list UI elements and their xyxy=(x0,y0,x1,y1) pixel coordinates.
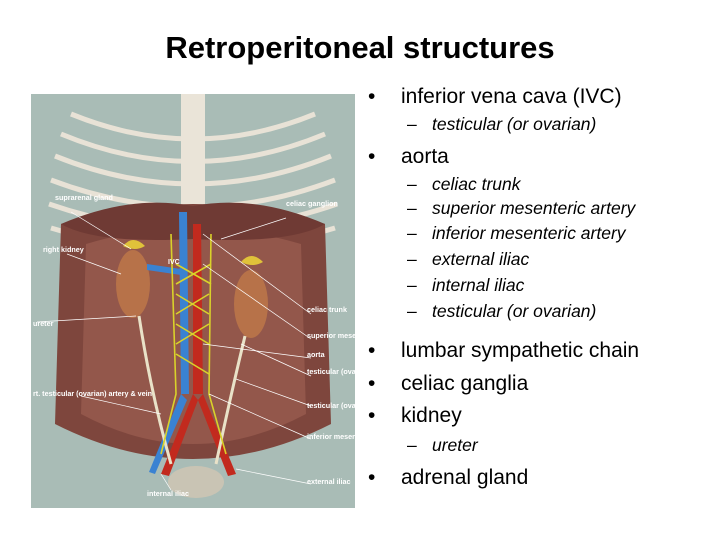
bullet-item: •aorta xyxy=(368,145,449,168)
leader-lines xyxy=(36,211,312,491)
sternum xyxy=(181,94,205,214)
bullet-item: •inferior vena cava (IVC) xyxy=(368,85,622,108)
bullet-item: •lumbar sympathetic chain xyxy=(368,339,640,362)
label-external-iliac: external iliac xyxy=(307,477,351,486)
left-kidney-shape xyxy=(234,270,268,338)
sub-bullet-item: –superior mesenteric artery xyxy=(407,198,636,218)
label-suprarenal-gland: suprarenal gland xyxy=(55,193,113,202)
label-celiac-trunk: celiac trunk xyxy=(307,305,347,314)
pelvic-structures xyxy=(168,466,224,498)
bullet-list: •inferior vena cava (IVC) –testicular (o… xyxy=(368,84,713,490)
right-kidney-shape xyxy=(116,250,150,318)
sub-bullet-item: –inferior mesenteric artery xyxy=(407,223,626,243)
label-right-kidney: right kidney xyxy=(43,245,84,254)
left-iliac-artery-shape xyxy=(198,394,236,476)
left-adrenal-shape xyxy=(241,256,263,265)
retroperitoneum-diagram: suprarenal gland celiac ganglion right k… xyxy=(31,94,355,508)
sub-bullet-item: –internal iliac xyxy=(407,275,525,295)
label-inferior-mesenteric: inferior mesenteric xyxy=(307,432,355,441)
sub-bullet-item: –ureter xyxy=(407,435,478,455)
bullet-item: •kidney xyxy=(368,404,462,427)
label-testicular-artery: testicular (ovarian) artery xyxy=(307,401,355,410)
label-superior-mesenteric: superior mesenteric xyxy=(307,331,355,340)
sub-bullet-item: –external iliac xyxy=(407,249,530,269)
sub-bullet-item: –testicular (or ovarian) xyxy=(407,301,597,321)
label-rt-testicular: rt. testicular (ovarian) artery & vein xyxy=(33,389,152,398)
anatomy-illustration: suprarenal gland celiac ganglion right k… xyxy=(31,94,355,508)
label-internal-iliac: internal iliac xyxy=(147,489,189,498)
sub-bullet-item: –testicular (or ovarian) xyxy=(407,114,597,134)
right-adrenal-shape xyxy=(123,240,145,249)
label-aorta: aorta xyxy=(307,350,326,359)
diaphragm xyxy=(61,202,325,240)
label-ureter: ureter xyxy=(33,319,54,328)
right-iliac-vein-shape xyxy=(149,394,187,474)
bullet-item: •celiac ganglia xyxy=(368,372,529,395)
right-iliac-artery-shape xyxy=(161,394,198,476)
bullet-item: •adrenal gland xyxy=(368,466,529,489)
ivc-shape xyxy=(179,212,189,394)
label-testicular-vein: testicular (ovarian) vein xyxy=(307,367,355,376)
aorta-shape xyxy=(193,224,203,394)
sub-bullet-item: –celiac trunk xyxy=(407,174,521,194)
label-celiac-ganglion: celiac ganglion xyxy=(286,199,338,208)
label-ivc: IVC xyxy=(168,259,180,266)
slide-title: Retroperitoneal structures xyxy=(165,30,555,65)
right-ureter-shape xyxy=(137,315,173,465)
